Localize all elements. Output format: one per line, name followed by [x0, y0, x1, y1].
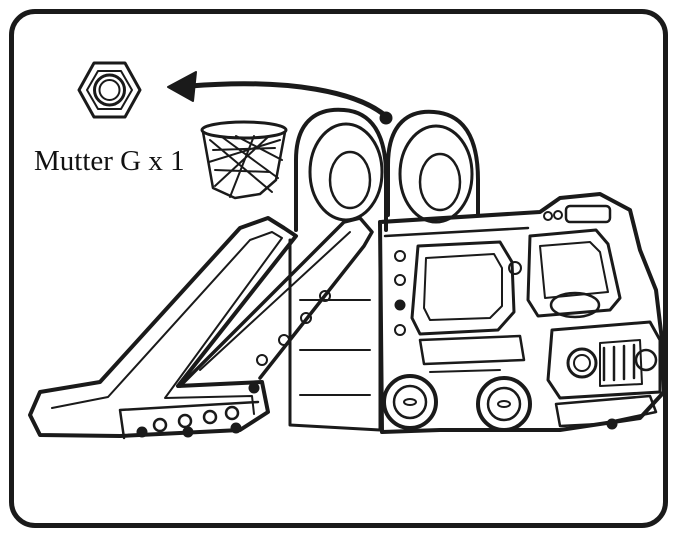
slide-playset-icon — [28, 216, 374, 440]
curved-arrow-icon — [167, 71, 391, 121]
basketball-hoop-icon — [200, 120, 288, 200]
round-panels — [288, 107, 480, 432]
bus-playhouse-icon — [378, 192, 666, 434]
part-label: Mutter G x 1 — [34, 145, 185, 177]
hex-nut-icon — [77, 61, 142, 119]
